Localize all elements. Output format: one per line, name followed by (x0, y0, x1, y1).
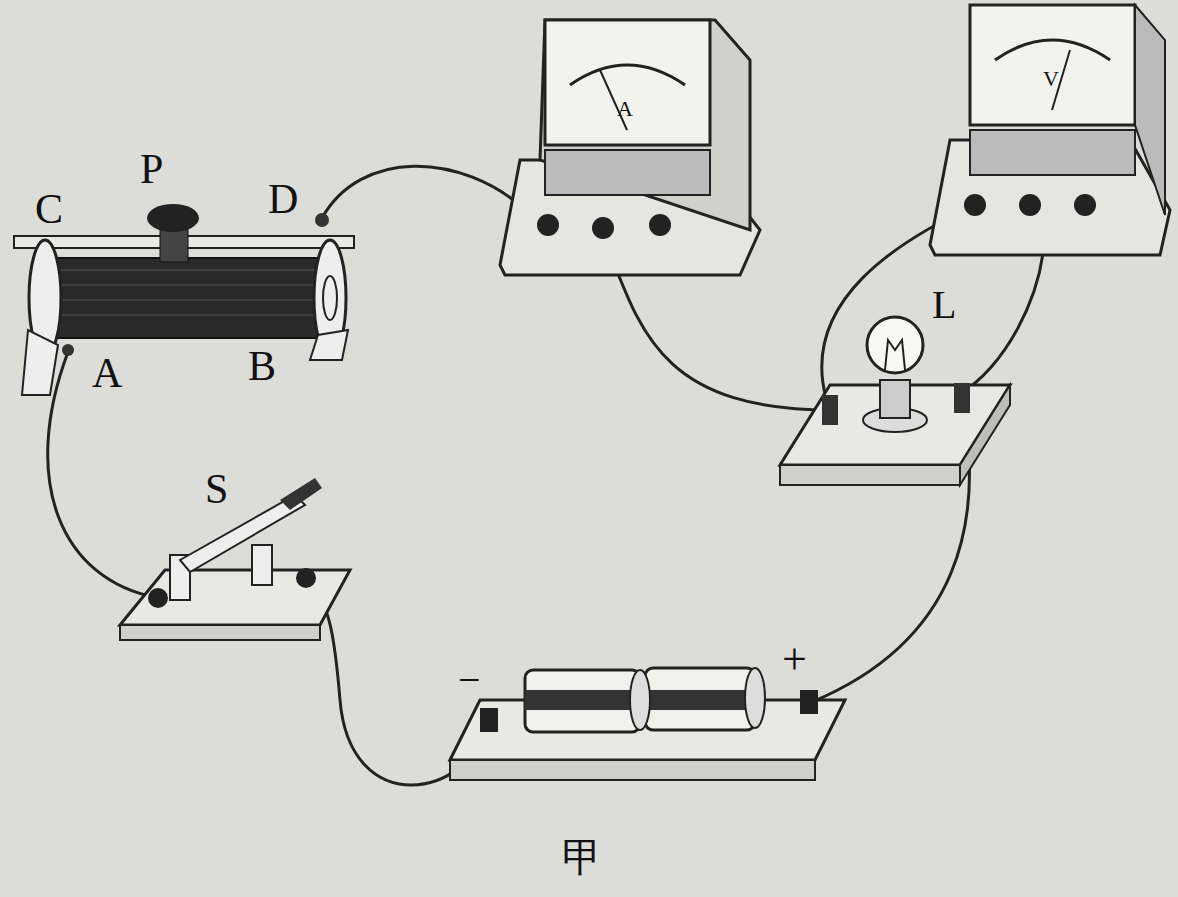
slider-letter: P (140, 148, 163, 190)
switch-letter: S (205, 468, 228, 510)
knife-switch (120, 478, 350, 640)
polarity-sign: − (458, 660, 481, 700)
terminal-letter: D (268, 178, 298, 220)
voltmeter-symbol: V (1043, 68, 1059, 90)
terminal-letter: A (92, 352, 122, 394)
ammeter (500, 20, 760, 275)
ammeter-symbol: A (617, 98, 633, 120)
bulb-letter: L (932, 285, 956, 325)
voltmeter (930, 5, 1170, 255)
bulb-on-board (780, 317, 1010, 485)
figure-caption: 甲 (562, 838, 602, 878)
terminal-letter: C (35, 188, 63, 230)
terminal-letter: B (248, 345, 276, 387)
battery-box (450, 668, 845, 780)
rheostat (14, 204, 354, 395)
polarity-sign: + (782, 638, 807, 682)
